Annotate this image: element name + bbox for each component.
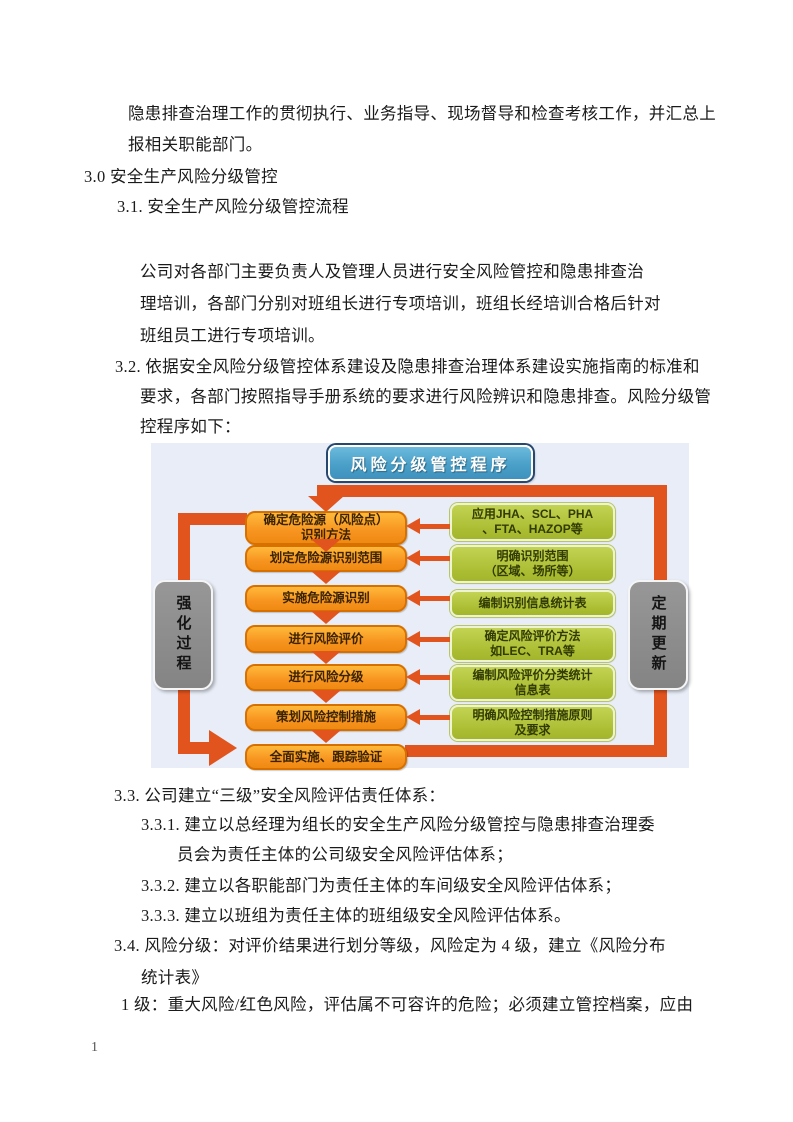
flow-step-3: 实施危险源识别 <box>245 585 407 612</box>
doc-heading-3-3: 3.3. 公司建立“三级”安全风险评估责任体系： <box>114 786 446 805</box>
doc-line: 3.3.3. 建立以班组为责任主体的班组级安全风险评估体系。 <box>141 906 571 925</box>
doc-line: 统计表》 <box>141 968 209 987</box>
page-number: 1 <box>91 1040 98 1055</box>
note-arrow-shaft <box>419 675 450 680</box>
loop-line-left-top <box>178 513 247 525</box>
down-arrow-icon <box>308 496 344 512</box>
flowchart-title: 风险分级管控程序 <box>328 445 533 481</box>
doc-heading-3-4: 3.4. 风险分级：对评价结果进行划分等级，风险定为 4 级，建立《风险分布 <box>114 936 666 955</box>
doc-line: 公司对各部门主要负责人及管理人员进行安全风险管控和隐患排查治 <box>140 262 644 281</box>
flow-step-7: 全面实施、跟踪验证 <box>245 744 407 770</box>
flow-step-4: 进行风险评价 <box>245 625 407 653</box>
note-arrow-shaft <box>419 715 450 720</box>
down-arrow-icon <box>311 539 341 552</box>
flow-note-6: 明确风险控制措施原则 及要求 <box>450 705 615 741</box>
down-arrow-icon <box>311 690 341 703</box>
left-arrow-icon <box>406 550 420 566</box>
note-arrow-shaft <box>419 524 450 529</box>
doc-heading-3-2: 3.2. 依据安全风险分级管控体系建设及隐患排查治理体系建设实施指南的标准和 <box>115 357 700 376</box>
doc-heading-3-0: 3.0 安全生产风险分级管控 <box>84 167 278 186</box>
side-label-strengthen-process: 强化过程 <box>153 580 213 690</box>
flow-step-6: 策划风险控制措施 <box>245 704 407 731</box>
flow-note-4: 确定风险评价方法 如LEC、TRA等 <box>450 626 615 662</box>
side-label-periodic-update: 定期更新 <box>628 580 688 690</box>
left-arrow-icon <box>406 669 420 685</box>
loop-line-left-bottom <box>178 742 213 754</box>
left-arrow-icon <box>406 518 420 534</box>
doc-line: 要求，各部门按照指导手册系统的要求进行风险辨识和隐患排查。风险分级管 <box>140 387 712 406</box>
down-arrow-icon <box>311 571 341 584</box>
risk-control-flowchart: 风险分级管控程序 强化过程 定期更新 确定危险源（风险点） 识别方法 划定危险源… <box>151 443 689 770</box>
left-arrow-icon <box>406 590 420 606</box>
doc-line: 3.3.1. 建立以总经理为组长的安全生产风险分级管控与隐患排查治理委 <box>141 815 655 834</box>
doc-heading-3-1: 3.1. 安全生产风险分级管控流程 <box>117 197 349 216</box>
doc-line: 报相关职能部门。 <box>128 135 263 154</box>
flow-note-2: 明确识别范围 （区域、场所等） <box>450 545 615 583</box>
loop-line-top <box>317 485 667 497</box>
doc-line: 理培训，各部门分别对班组长进行专项培训，班组长经培训合格后针对 <box>140 294 661 313</box>
doc-line: 隐患排查治理工作的贯彻执行、业务指导、现场督导和检查考核工作，并汇总上 <box>128 104 716 123</box>
flow-step-5: 进行风险分级 <box>245 664 407 691</box>
note-arrow-shaft <box>419 556 450 561</box>
doc-line: 员会为责任主体的公司级安全风险评估体系； <box>177 845 513 864</box>
flow-note-5: 编制风险评价分类统计 信息表 <box>450 665 615 701</box>
down-arrow-icon <box>311 730 341 743</box>
loop-line-bottom-right <box>405 745 667 757</box>
note-arrow-shaft <box>419 637 450 642</box>
doc-line: 1 级：重大风险/红色风险，评估属不可容许的危险；必须建立管控档案，应由 <box>121 995 694 1014</box>
down-arrow-icon <box>311 611 341 624</box>
doc-line: 控程序如下： <box>140 417 241 436</box>
left-arrow-icon <box>406 631 420 647</box>
right-arrow-icon <box>209 730 237 766</box>
doc-line: 3.3.2. 建立以各职能部门为责任主体的车间级安全风险评估体系； <box>141 876 622 895</box>
flow-note-1: 应用JHA、SCL、PHA 、FTA、HAZOP等 <box>450 503 615 541</box>
doc-line: 班组员工进行专项培训。 <box>140 326 325 345</box>
left-arrow-icon <box>406 709 420 725</box>
down-arrow-icon <box>311 651 341 664</box>
note-arrow-shaft <box>419 596 450 601</box>
flow-note-3: 编制识别信息统计表 <box>450 590 615 617</box>
